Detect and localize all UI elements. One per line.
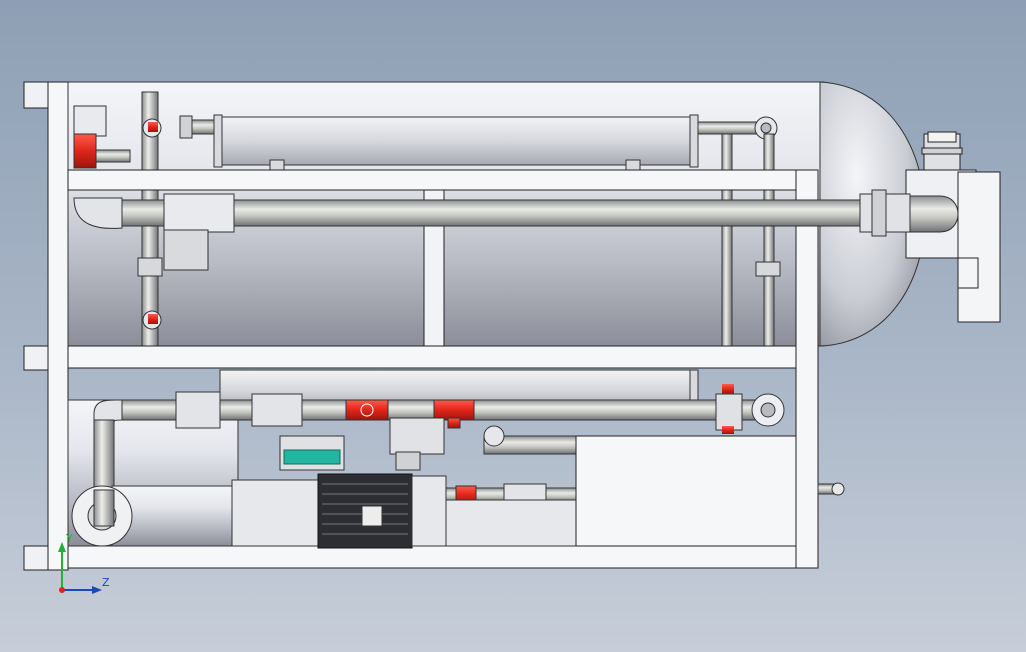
control-box: [575, 435, 797, 547]
y-axis-label: Y: [66, 532, 73, 545]
drain-fitting: [817, 482, 845, 496]
triad-origin: [59, 587, 65, 593]
frame-beams: [67, 169, 819, 569]
frame-left-post: [23, 81, 69, 571]
relief-valve-red: [73, 105, 131, 169]
motor-assembly: [71, 473, 579, 549]
pump-controls: [279, 417, 581, 471]
main-pipe-upper: [73, 189, 959, 271]
z-axis-label: Z: [102, 576, 110, 589]
coordinate-triad: [58, 542, 102, 594]
upper-heat-exchanger: [179, 114, 778, 171]
